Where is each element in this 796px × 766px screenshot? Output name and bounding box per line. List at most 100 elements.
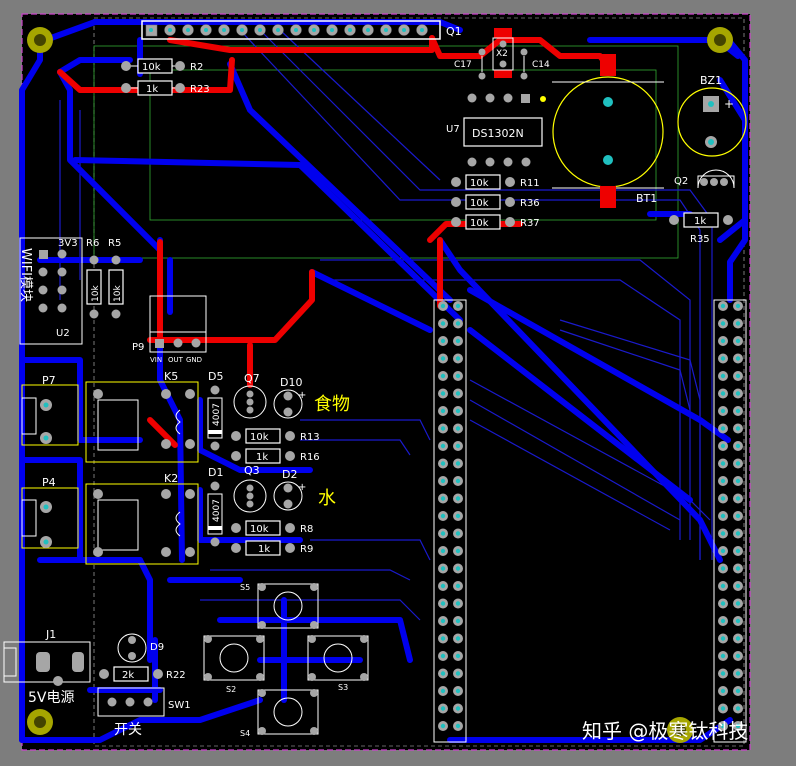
header-pin-hole — [440, 583, 446, 589]
header-pin-hole — [735, 723, 741, 729]
pin-header-right[interactable] — [713, 299, 747, 743]
capacitor-c17[interactable]: C17 — [454, 48, 486, 80]
button-s4[interactable]: S4 — [240, 689, 319, 738]
header-pin-hole — [455, 303, 461, 309]
p7-label: P7 — [42, 374, 56, 387]
resistor-r13[interactable]: 10k R13 — [231, 428, 320, 444]
header-pin-hole — [440, 601, 446, 606]
r6-label: R6 — [86, 238, 99, 249]
header-pin-hole — [440, 461, 446, 466]
water-label: 水 — [318, 488, 336, 509]
resistor-r11[interactable]: 10k R11 — [451, 174, 540, 190]
resistor-r23[interactable]: 1k R23 — [121, 80, 210, 96]
header-pin-hole — [735, 391, 741, 396]
header-pin-hole — [455, 373, 461, 379]
relay-k2[interactable]: K2 — [85, 472, 199, 565]
r37-value: 10k — [470, 218, 489, 229]
header-pin-hole — [440, 513, 446, 519]
r35-label: R35 — [690, 234, 710, 245]
header-pin-hole — [440, 706, 446, 711]
r13-label: R13 — [300, 432, 320, 443]
diode-d1[interactable]: 4007 D1 — [207, 466, 223, 547]
button-s3[interactable]: S3 — [307, 635, 369, 692]
header-pin-hole — [440, 618, 446, 624]
header-pin-hole — [735, 636, 741, 641]
transistor-q3[interactable]: Q3 — [233, 464, 267, 513]
resistor-r35[interactable]: 1k R35 — [669, 212, 733, 245]
header-pin-hole — [720, 566, 726, 571]
r5-label: R5 — [108, 238, 121, 249]
q1-header[interactable]: Q1 — [141, 20, 462, 40]
r13-value: 10k — [250, 432, 269, 443]
header-pin-hole — [720, 356, 726, 361]
header-pin-hole — [720, 496, 726, 501]
p9-pin-out: OUT — [168, 356, 184, 364]
led-d10[interactable]: + D10 — [273, 376, 306, 419]
resistor-r5[interactable]: 10k R5 — [108, 238, 124, 319]
header-pin-hole — [455, 636, 461, 641]
header-pin-hole — [440, 321, 446, 326]
header-pin-hole — [720, 443, 726, 449]
header-pin-hole — [440, 653, 446, 659]
header-pin-hole — [455, 443, 461, 449]
resistor-r6[interactable]: 10k R6 — [86, 238, 102, 319]
led-d2[interactable]: + D2 — [273, 468, 306, 511]
header-pin-hole — [455, 391, 461, 396]
header-pin-hole — [735, 426, 741, 431]
resistor-r16[interactable]: 1k R16 — [231, 448, 320, 464]
diode-d5[interactable]: 4007 D5 — [207, 370, 223, 451]
header-pin-hole — [455, 723, 461, 729]
button-s2[interactable]: S2 — [203, 635, 265, 694]
ic-u7-ds1302[interactable]: DS1302N U7 — [446, 93, 546, 167]
sw1-label: SW1 — [168, 700, 191, 711]
resistor-r37[interactable]: 10k R37 — [451, 214, 540, 230]
header-pin-hole — [735, 671, 741, 676]
r16-value: 1k — [256, 452, 268, 463]
r9-value: 1k — [258, 544, 270, 555]
resistor-r9[interactable]: 1k R9 — [231, 540, 313, 556]
q7-label: Q7 — [244, 372, 260, 385]
transistor-q2[interactable]: Q2 — [674, 169, 735, 189]
capacitor-c14[interactable]: C14 — [520, 48, 551, 80]
buzzer-bz1[interactable]: + BZ1 — [677, 74, 747, 157]
power-jack-j1[interactable]: J1 5V电源 — [3, 628, 91, 706]
header-pin-hole — [735, 408, 741, 414]
transistor-q7[interactable]: Q7 — [233, 372, 267, 419]
p9-pin-gnd: GND — [186, 356, 202, 364]
terminal-p7[interactable]: P7 — [21, 374, 79, 446]
resistor-r22[interactable]: 2k R22 — [99, 666, 186, 682]
regulator-p9[interactable]: P9 VIN OUT GND — [132, 295, 207, 364]
header-pin-hole — [455, 321, 461, 326]
r22-value: 2k — [122, 670, 134, 681]
header-pin-hole — [440, 478, 446, 484]
pin-header-left[interactable] — [433, 299, 467, 743]
led-d9[interactable]: D9 — [117, 633, 164, 663]
header-pin-hole — [720, 548, 726, 554]
relay-k5[interactable]: K5 — [85, 370, 199, 463]
3v3-label: 3V3 — [58, 238, 78, 249]
resistor-r8[interactable]: 10k R8 — [231, 520, 313, 536]
resistor-r36[interactable]: 10k R36 — [451, 194, 540, 210]
header-pin-hole — [720, 636, 726, 641]
mounting-holes — [27, 27, 733, 743]
terminal-p4[interactable]: P4 — [21, 476, 79, 549]
header-pin-hole — [720, 426, 726, 431]
svg-text:+: + — [298, 482, 306, 493]
wifi-module-u2[interactable]: 3V3 WIFI模块 U2 — [18, 237, 83, 345]
button-s5[interactable]: S5 — [240, 583, 319, 629]
c17-label: C17 — [454, 60, 472, 70]
header-pin-hole — [720, 653, 726, 659]
header-pin-hole — [720, 723, 726, 729]
switch-sw1[interactable]: SW1 开关 — [97, 687, 191, 738]
header-pin-hole — [455, 618, 461, 624]
battery-bt1[interactable]: BT1 — [552, 54, 664, 208]
header-pin-hole — [735, 548, 741, 554]
r23-label: R23 — [190, 84, 210, 95]
header-pin-hole — [735, 531, 741, 536]
header-pin-hole — [735, 478, 741, 484]
crystal-x2[interactable]: X2 — [492, 28, 514, 78]
food-label: 食物 — [314, 394, 350, 415]
header-pin-hole — [735, 461, 741, 466]
resistor-r2[interactable]: 10k R2 — [121, 58, 203, 74]
